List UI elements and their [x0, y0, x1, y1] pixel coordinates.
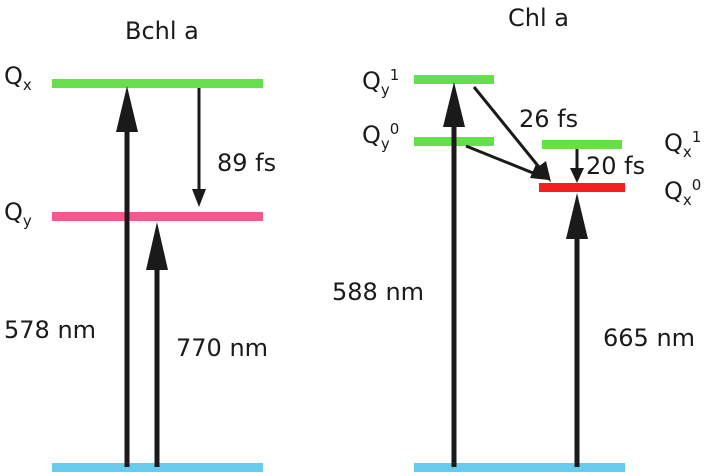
chl-qy1-level — [414, 75, 494, 84]
chl-qy1-to-qx0-arrow — [472, 86, 551, 182]
bchl-578nm-excitation-arrow — [116, 86, 138, 467]
bchl-wavelength-770: 770 nm — [176, 334, 269, 362]
bchl-770nm-excitation-arrow — [146, 222, 168, 467]
bchl-qy-label: Qy — [4, 198, 32, 230]
bchl-qx-level — [52, 79, 263, 88]
chl-qy1-label: Qy1 — [362, 66, 400, 99]
chl-ground-level — [414, 463, 625, 472]
chl-qx1-label: Qx1 — [664, 128, 702, 161]
chl-time-26fs: 26 fs — [519, 105, 579, 133]
chl-qx0-level — [539, 183, 625, 192]
bchl-wavelength-578: 578 nm — [4, 316, 97, 344]
chl-qy0-to-qx0-arrow — [465, 144, 549, 180]
chl-wavelength-588: 588 nm — [332, 278, 425, 306]
chl-qx1-level — [542, 140, 622, 149]
chl-wavelength-665: 665 nm — [603, 324, 696, 352]
chl-time-20fs: 20 fs — [586, 152, 646, 180]
chl-588nm-excitation-arrow — [443, 82, 465, 467]
bchl-title: Bchl a — [125, 17, 199, 45]
chl-qy0-label: Qy0 — [362, 120, 400, 153]
chl-665nm-excitation-arrow — [566, 193, 588, 467]
bchl-relaxation-time: 89 fs — [217, 149, 277, 177]
bchl-relaxation-arrow — [192, 88, 206, 207]
chl-qx1-to-qx0-arrow — [570, 149, 584, 183]
chl-qx0-label: Qx0 — [664, 176, 702, 209]
bchl-ground-level — [52, 463, 263, 472]
bchl-qy-level — [52, 212, 263, 221]
bchl-qx-label: Qx — [4, 62, 32, 94]
chl-title: Chl a — [508, 4, 569, 32]
